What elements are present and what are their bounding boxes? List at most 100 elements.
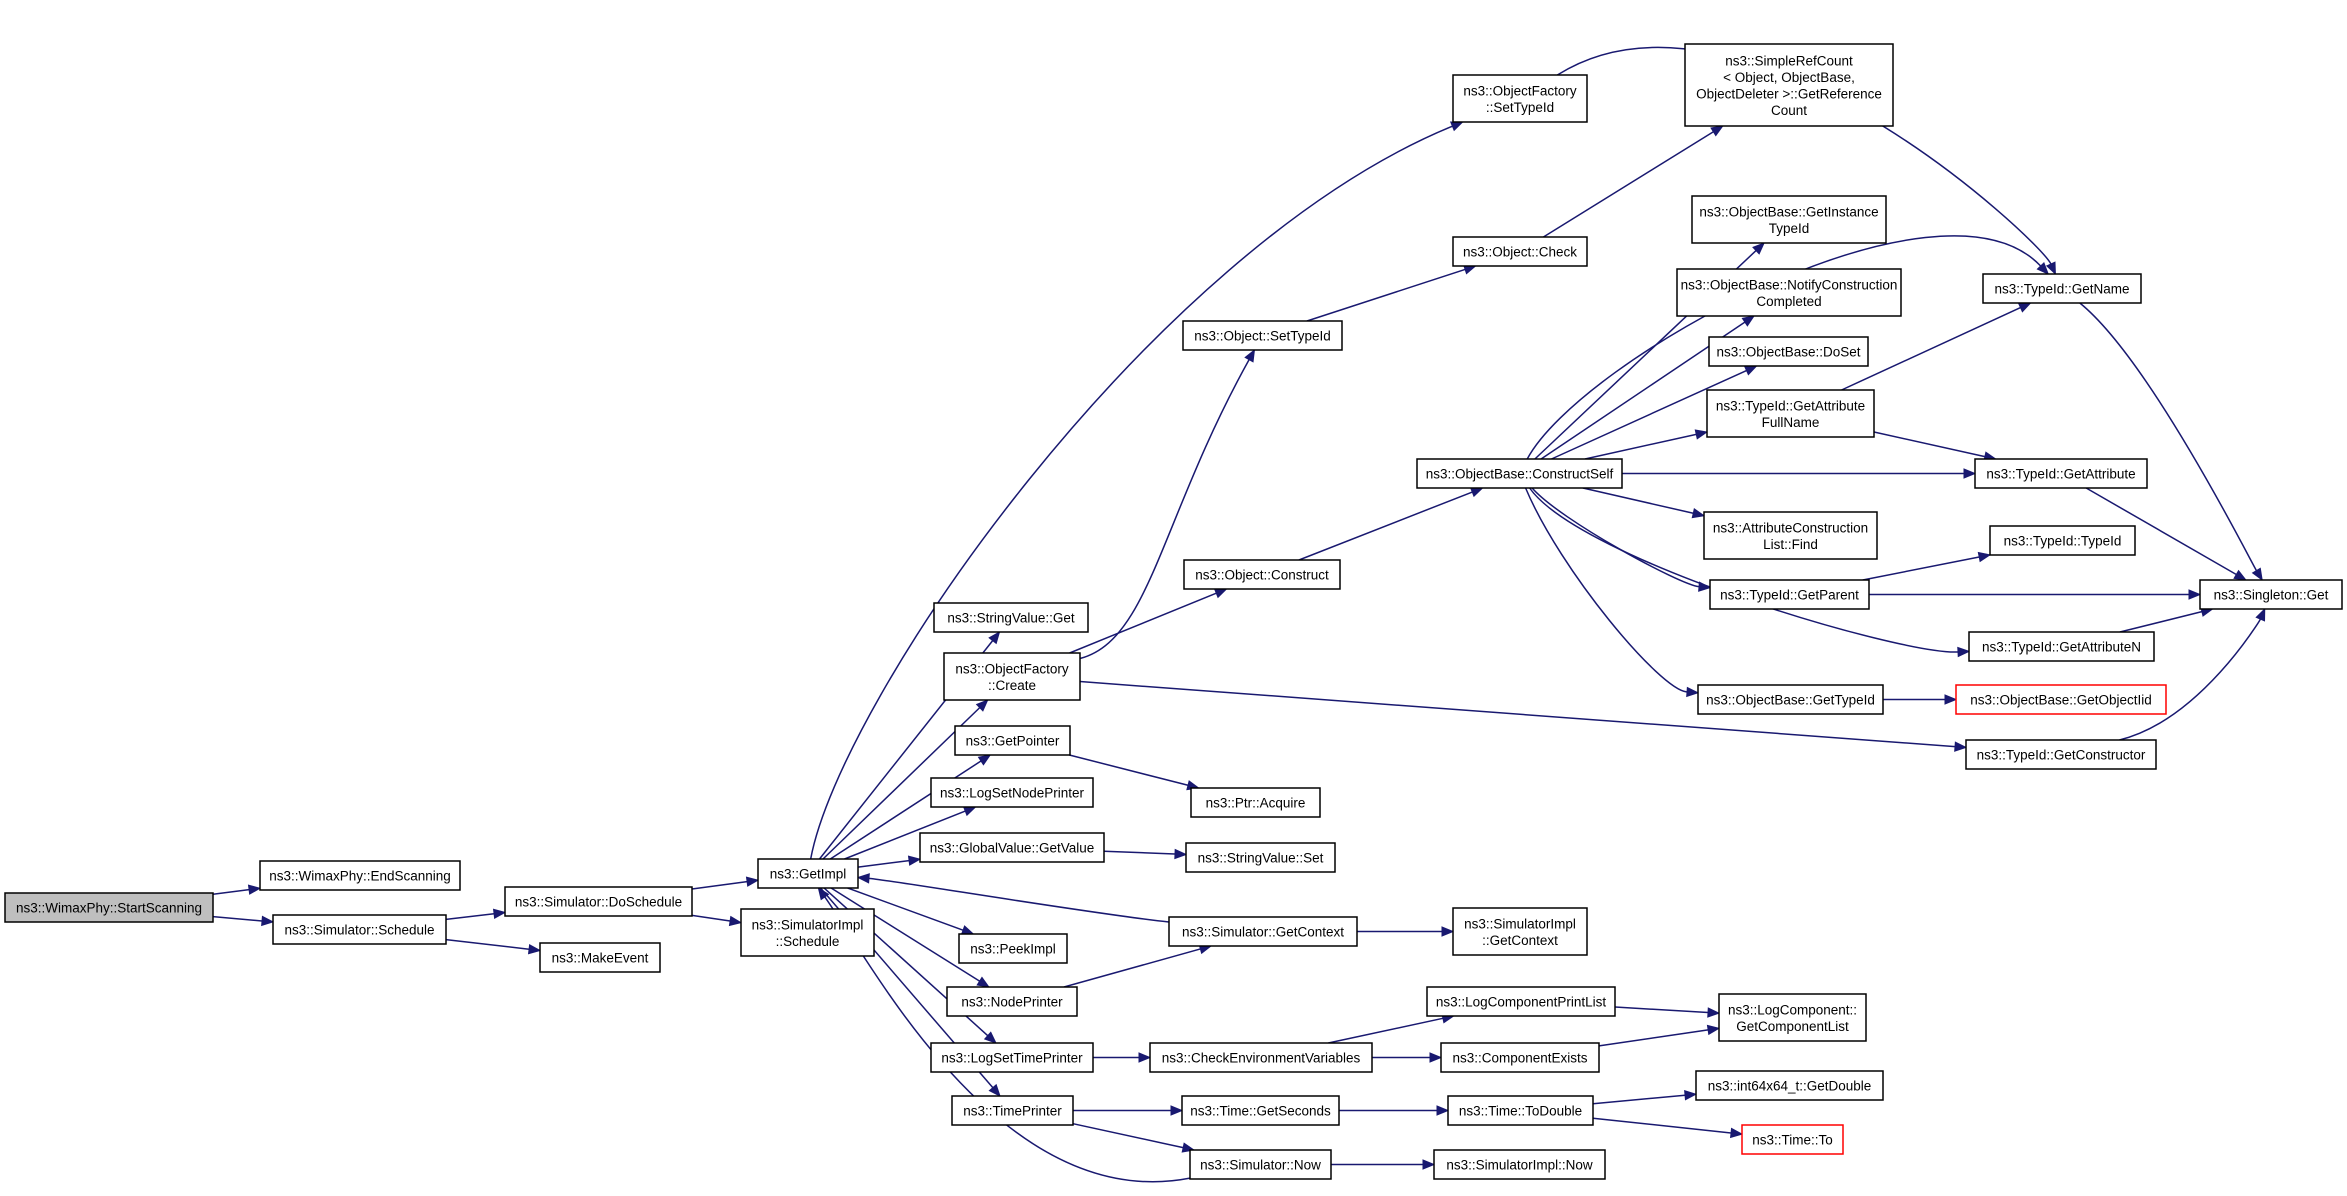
call-edge-sim_doschedule-to-simimpl_schedule	[691, 914, 743, 927]
node-objbase-doset[interactable]: ns3::ObjectBase::DoSet	[1708, 336, 1869, 367]
node-getimpl[interactable]: ns3::GetImpl	[757, 858, 859, 889]
call-edge-logsettimeprinter-to-check_env	[1093, 1052, 1152, 1063]
call-edge-getimpl-to-globalvalue_getvalue	[857, 855, 922, 868]
node-sim-getcontext[interactable]: ns3::Simulator::GetContext	[1168, 916, 1358, 947]
node-make-event[interactable]: ns3::MakeEvent	[539, 942, 661, 973]
edge-line	[823, 887, 989, 1037]
node-logsettimeprinter[interactable]: ns3::LogSetTimePrinter	[930, 1042, 1094, 1073]
node-simimpl-getcontext[interactable]: ns3::SimulatorImpl::GetContext	[1452, 907, 1588, 956]
call-edge-typeid_getname-to-singleton_get	[2079, 302, 2263, 582]
node-label: ns3::ObjectBase::DoSet	[1716, 345, 1860, 360]
arrowhead-icon	[745, 876, 760, 887]
node-end-scanning[interactable]: ns3::WimaxPhy::EndScanning	[259, 860, 461, 891]
node-object-construct[interactable]: ns3::Object::Construct	[1183, 559, 1341, 590]
node-label: ns3::TypeId::GetAttribute	[1986, 467, 2135, 482]
node-sim-now[interactable]: ns3::Simulator::Now	[1189, 1149, 1332, 1180]
call-edge-getimpl-to-logsettimeprinter	[823, 887, 997, 1044]
call-edge-sim_doschedule-to-getimpl	[691, 876, 760, 890]
node-objbase-constructself[interactable]: ns3::ObjectBase::ConstructSelf	[1416, 458, 1623, 489]
arrowhead-icon	[1954, 741, 1968, 752]
node-simimpl-now[interactable]: ns3::SimulatorImpl::Now	[1433, 1149, 1606, 1180]
arrowhead-icon	[988, 1083, 1001, 1097]
node-getpointer[interactable]: ns3::GetPointer	[954, 725, 1071, 756]
call-edge-getimpl-to-nodeprinter	[830, 887, 991, 988]
edge-line	[1306, 268, 1466, 322]
call-edge-object_construct-to-objbase_constructself	[1298, 487, 1484, 561]
edge-line	[829, 760, 982, 860]
node-stringvalue-set[interactable]: ns3::StringValue::Set	[1185, 842, 1336, 873]
node-peekimpl[interactable]: ns3::PeekImpl	[958, 933, 1068, 964]
node-objbase-gettypeid[interactable]: ns3::ObjectBase::GetTypeId	[1697, 684, 1884, 715]
node-box	[272, 914, 447, 945]
node-nodeprinter[interactable]: ns3::NodePrinter	[946, 986, 1078, 1017]
node-box	[919, 832, 1105, 863]
arrowhead-icon	[2045, 261, 2056, 276]
node-typeid-getname[interactable]: ns3::TypeId::GetName	[1982, 273, 2142, 304]
node-label: TypeId	[1769, 221, 1810, 236]
node-label: ns3::AttributeConstruction	[1713, 520, 1868, 535]
node-typeid-getattributen[interactable]: ns3::TypeId::GetAttributeN	[1968, 631, 2155, 662]
edge-line	[857, 859, 910, 868]
edge-line	[2119, 618, 2262, 741]
node-simimpl-schedule[interactable]: ns3::SimulatorImpl::Schedule	[740, 908, 875, 957]
node-box	[1149, 1042, 1373, 1073]
call-edge-typeid_getconstructor-to-singleton_get	[2119, 607, 2266, 741]
node-singleton-get[interactable]: ns3::Singleton::Get	[2199, 579, 2343, 610]
node-componentexists[interactable]: ns3::ComponentExists	[1440, 1042, 1600, 1073]
node-object-settypeid[interactable]: ns3::Object::SetTypeId	[1182, 320, 1343, 351]
node-box	[1189, 1149, 1332, 1180]
arrowhead-icon	[856, 873, 870, 884]
edge-line	[1592, 1117, 1732, 1134]
node-typeid-getparent[interactable]: ns3::TypeId::GetParent	[1709, 579, 1870, 610]
node-label: ns3::NodePrinter	[961, 995, 1063, 1010]
node-start-scanning[interactable]: ns3::WimaxPhy::StartScanning	[4, 892, 214, 923]
node-stringvalue-get[interactable]: ns3::StringValue::Get	[933, 602, 1089, 633]
edge-line	[1862, 556, 1980, 581]
node-typeid-getattribute[interactable]: ns3::TypeId::GetAttribute	[1974, 458, 2148, 489]
node-object-check[interactable]: ns3::Object::Check	[1452, 236, 1588, 267]
node-objfactory-create[interactable]: ns3::ObjectFactory::Create	[943, 652, 1081, 701]
call-edge-sim_schedule-to-sim_doschedule	[445, 908, 507, 921]
node-logsetnodeprinter[interactable]: ns3::LogSetNodePrinter	[930, 777, 1094, 808]
node-logcomponentprintlist[interactable]: ns3::LogComponentPrintList	[1426, 986, 1616, 1017]
node-label: ns3::TypeId::GetConstructor	[1977, 748, 2146, 763]
node-int64x64-getdouble[interactable]: ns3::int64x64_t::GetDouble	[1695, 1070, 1884, 1101]
node-label: ns3::GetPointer	[966, 734, 1060, 749]
node-box	[1183, 559, 1341, 590]
node-box	[539, 942, 661, 973]
call-edge-objbase_constructself-to-typeid_getattribute	[1622, 468, 1977, 479]
node-label: Count	[1771, 103, 1807, 118]
node-objbase-notifyconstruction[interactable]: ns3::ObjectBase::NotifyConstructionCompl…	[1676, 268, 1902, 317]
node-globalvalue-getvalue[interactable]: ns3::GlobalValue::GetValue	[919, 832, 1105, 863]
node-objfactory-settypeid[interactable]: ns3::ObjectFactory::SetTypeId	[1452, 74, 1588, 123]
node-typeid-typeid[interactable]: ns3::TypeId::TypeId	[1989, 525, 2136, 556]
arrowhead-icon	[1710, 125, 1724, 137]
edge-line	[1103, 850, 1176, 855]
call-edge-time_todouble-to-time_to	[1592, 1117, 1744, 1139]
node-simplerefcount[interactable]: ns3::SimpleRefCount< Object, ObjectBase,…	[1684, 43, 1894, 127]
node-label: ns3::Time::GetSeconds	[1190, 1104, 1331, 1119]
node-sim-doschedule[interactable]: ns3::Simulator::DoSchedule	[504, 886, 693, 917]
node-label: ns3::ObjectBase::NotifyConstruction	[1681, 277, 1898, 292]
node-typeid-getconstructor[interactable]: ns3::TypeId::GetConstructor	[1965, 739, 2157, 770]
edge-line	[809, 125, 1453, 860]
node-logcomponent-getcomponentlist[interactable]: ns3::LogComponent::GetComponentList	[1718, 993, 1867, 1042]
node-check-env[interactable]: ns3::CheckEnvironmentVariables	[1149, 1042, 1373, 1073]
node-box	[1974, 458, 2148, 489]
node-label: ns3::Time::ToDouble	[1459, 1104, 1582, 1119]
node-objbase-getobjectiid[interactable]: ns3::ObjectBase::GetObjectIid	[1955, 684, 2167, 715]
edge-line	[1543, 131, 1714, 238]
node-ptr-acquire[interactable]: ns3::Ptr::Acquire	[1190, 787, 1321, 818]
node-label: ns3::Singleton::Get	[2214, 588, 2329, 603]
arrowhead-icon	[1694, 429, 1709, 440]
node-sim-schedule[interactable]: ns3::Simulator::Schedule	[272, 914, 447, 945]
node-time-todouble[interactable]: ns3::Time::ToDouble	[1447, 1095, 1594, 1126]
node-box	[1708, 336, 1869, 367]
node-time-getseconds[interactable]: ns3::Time::GetSeconds	[1181, 1095, 1340, 1126]
node-time-to[interactable]: ns3::Time::To	[1741, 1124, 1844, 1155]
node-timeprinter[interactable]: ns3::TimePrinter	[951, 1095, 1074, 1126]
node-label: ns3::TypeId::GetParent	[1720, 588, 1859, 603]
